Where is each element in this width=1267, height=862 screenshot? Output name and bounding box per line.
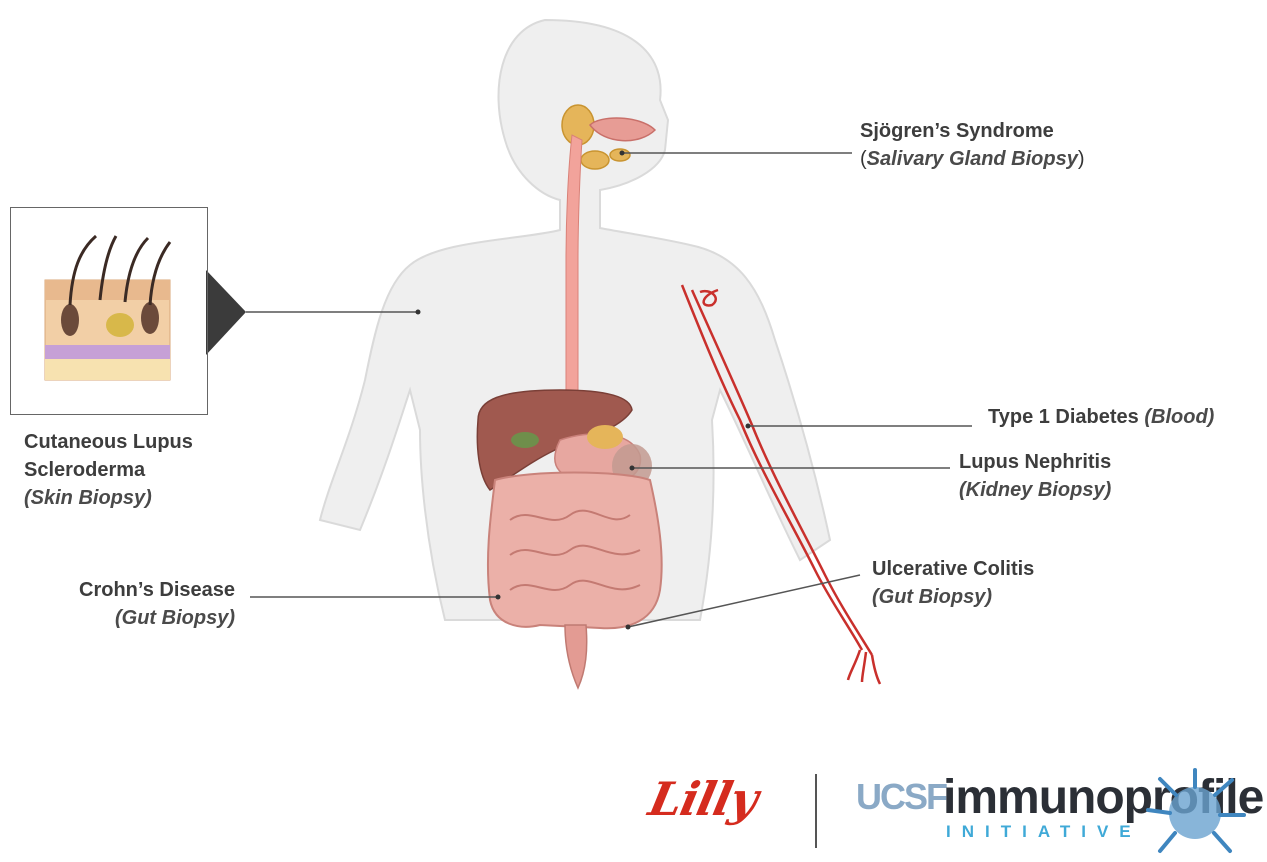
logo-divider (815, 774, 817, 848)
label-diabetes: Type 1 Diabetes (Blood) (988, 403, 1214, 431)
immune-cell-icon (1140, 765, 1250, 860)
label-skin-line2: Scleroderma (24, 456, 193, 484)
skin-pointer-icon (206, 270, 246, 355)
ucsf-logo: UCSF (856, 776, 946, 818)
label-sjogren-sub: Salivary Gland Biopsy (867, 148, 1078, 170)
label-diabetes-name: Type 1 Diabetes (988, 406, 1139, 428)
label-nephritis-name: Lupus Nephritis (959, 448, 1111, 476)
label-diabetes-sub: (Blood) (1144, 406, 1214, 428)
label-skin-sub: (Skin Biopsy) (24, 484, 193, 512)
intestines-icon (488, 473, 662, 689)
label-crohns: Crohn’s Disease (Gut Biopsy) (79, 576, 235, 632)
label-nephritis: Lupus Nephritis (Kidney Biopsy) (959, 448, 1111, 504)
skin-biopsy-inset (10, 207, 208, 415)
initiative-wordmark: INITIATIVE (946, 822, 1142, 842)
label-sjogren-close: ) (1078, 148, 1085, 170)
label-sjogren-name: Sjögren’s Syndrome (860, 117, 1085, 145)
label-sjogren: Sjögren’s Syndrome (Salivary Gland Biops… (860, 117, 1085, 173)
label-colitis-sub: (Gut Biopsy) (872, 583, 1034, 611)
label-crohns-name: Crohn’s Disease (79, 576, 235, 604)
label-colitis-name: Ulcerative Colitis (872, 555, 1034, 583)
label-crohns-sub: (Gut Biopsy) (79, 604, 235, 632)
label-skin-line1: Cutaneous Lupus (24, 428, 193, 456)
gallbladder-icon (511, 432, 539, 448)
label-skin: Cutaneous Lupus Scleroderma (Skin Biopsy… (24, 428, 193, 512)
lilly-logo: Lilly (644, 772, 762, 826)
pancreas-icon (587, 425, 623, 449)
label-nephritis-sub: (Kidney Biopsy) (959, 476, 1111, 504)
label-colitis: Ulcerative Colitis (Gut Biopsy) (872, 555, 1034, 611)
label-sjogren-open: ( (860, 148, 867, 170)
label-sjogren-sub-line: (Salivary Gland Biopsy) (860, 145, 1085, 173)
